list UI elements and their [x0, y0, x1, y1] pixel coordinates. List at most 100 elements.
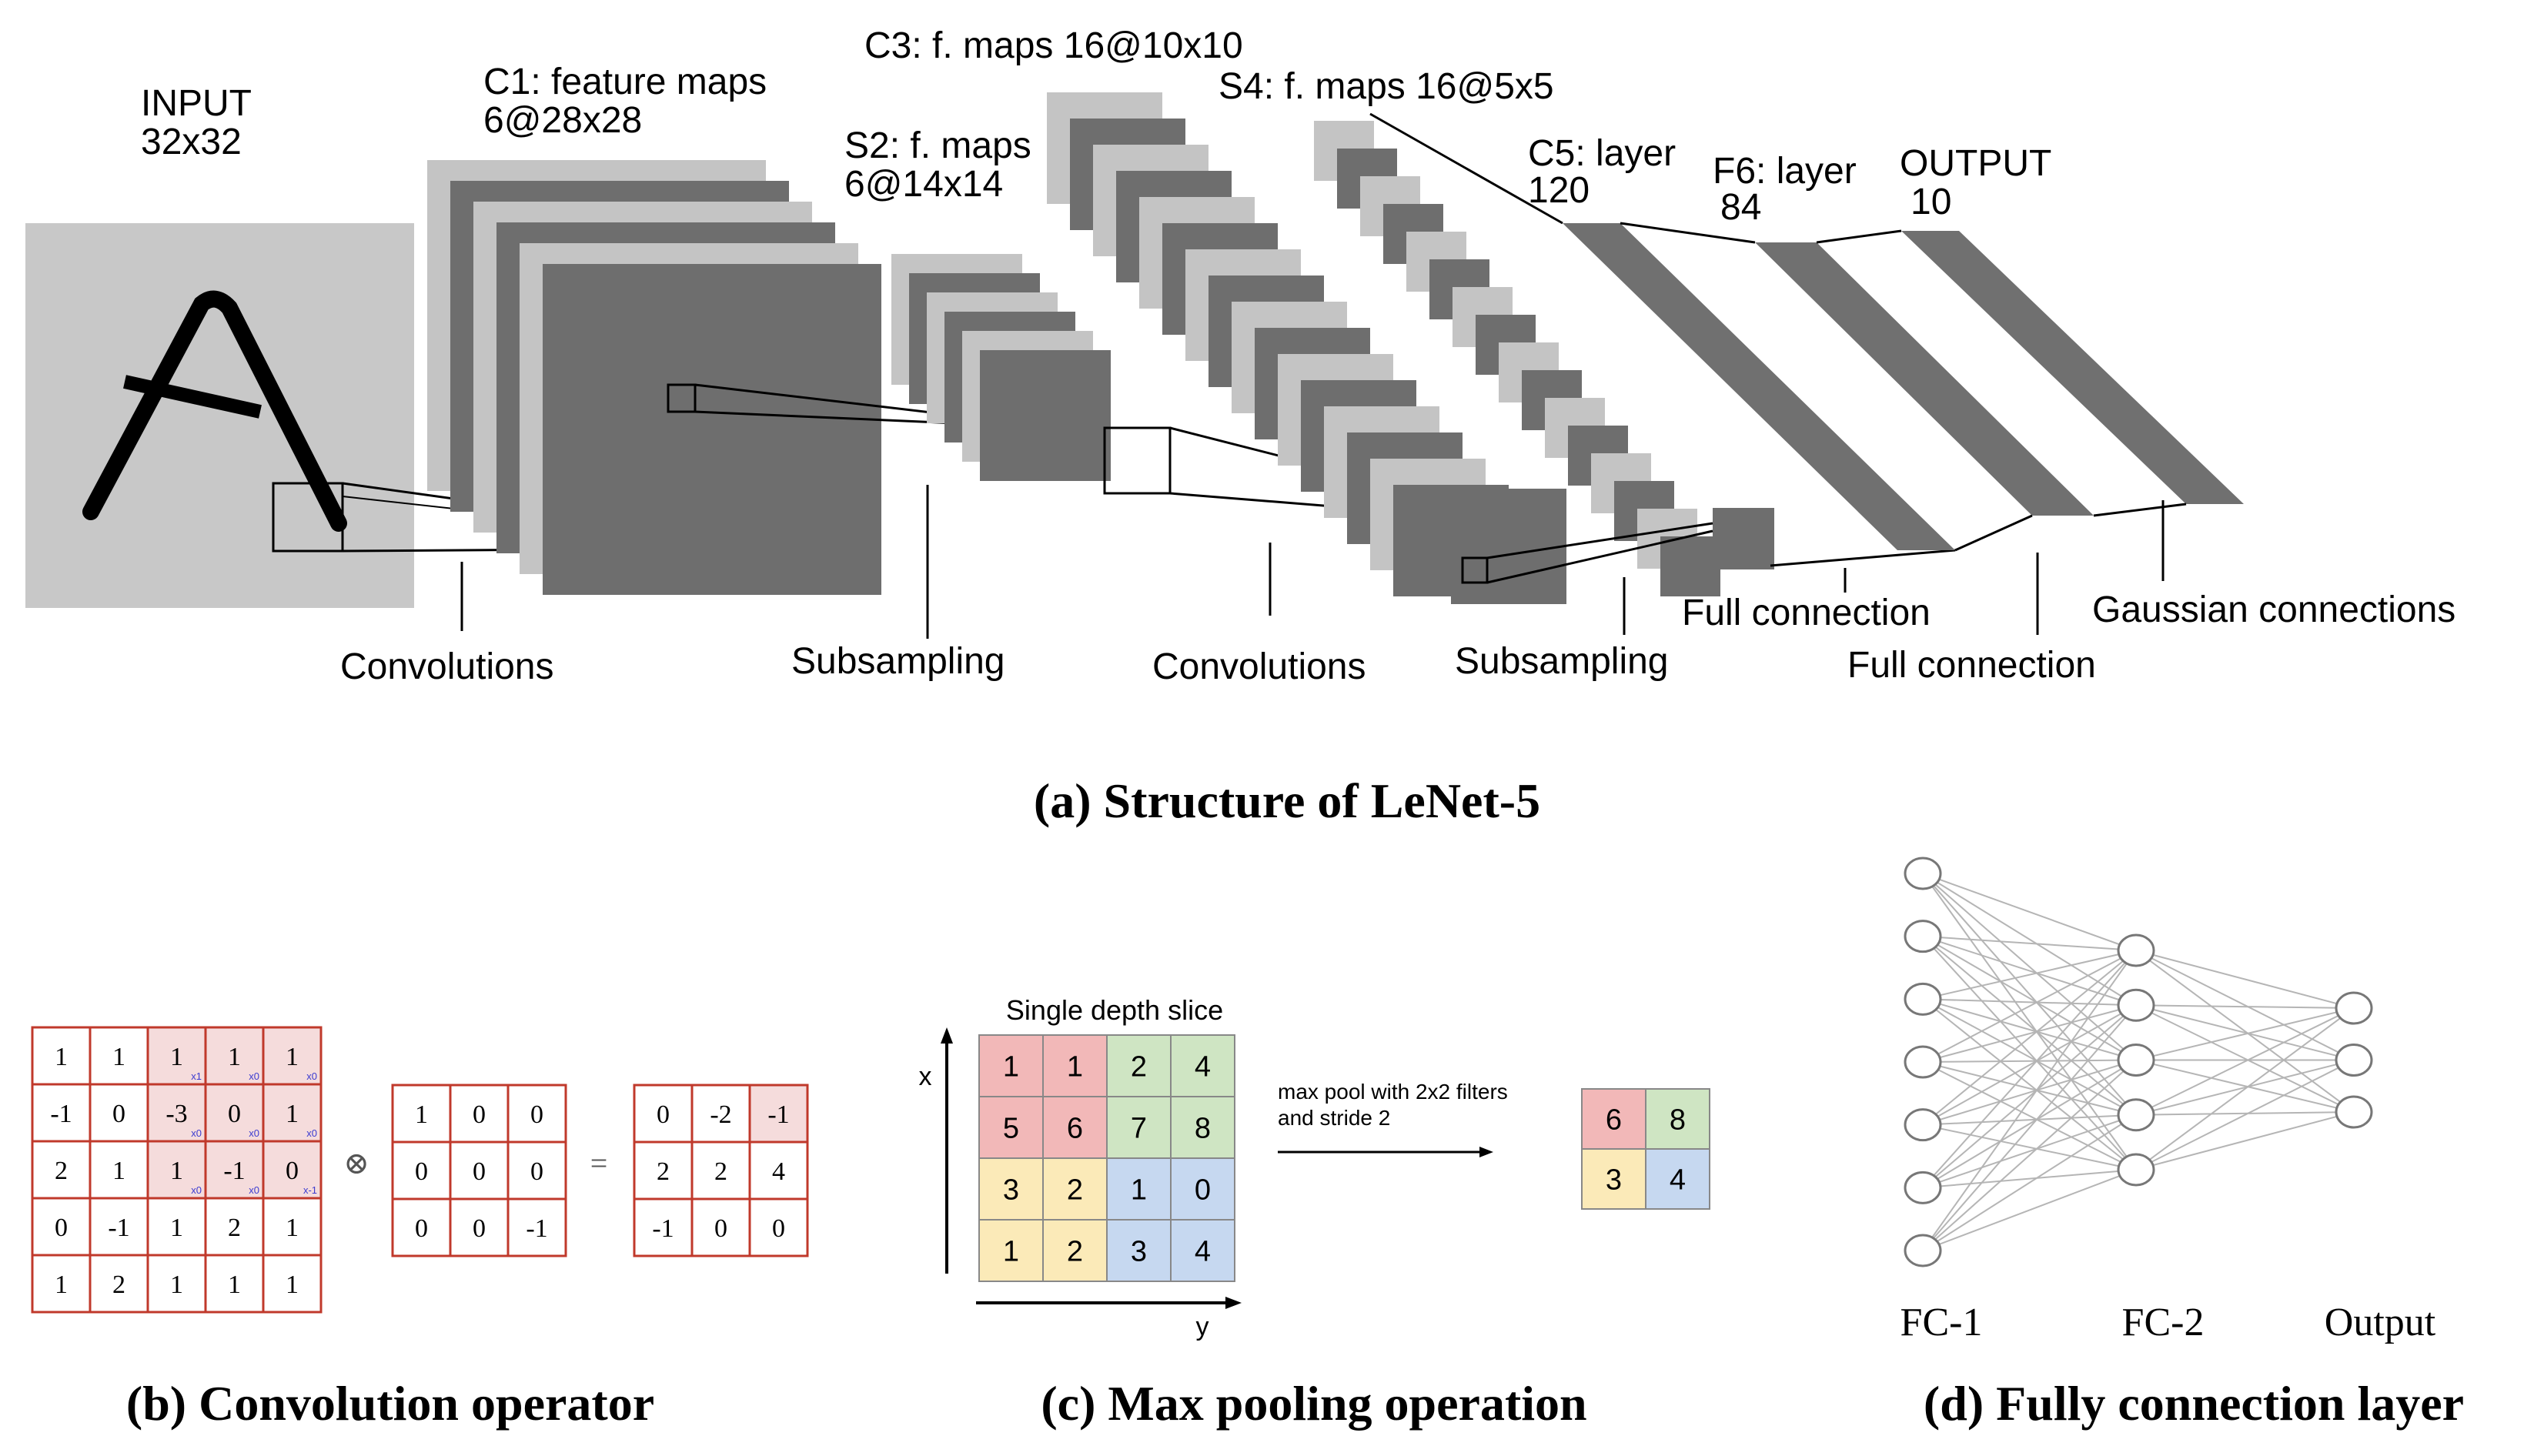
- input-matrix-cell: [204, 1254, 265, 1314]
- fc-edge: [1922, 935, 2137, 1170]
- pool-input-cell: [978, 1219, 1044, 1282]
- output-matrix-cell: [690, 1197, 751, 1257]
- pool-output-value: 8: [1670, 1104, 1686, 1137]
- input-matrix-cell: [89, 1254, 149, 1314]
- pool-input-value: 1: [1003, 1236, 1019, 1268]
- input-matrix-cell: [262, 1254, 323, 1314]
- pool-output-value: 3: [1606, 1164, 1622, 1197]
- input-matrix-value: 0: [286, 1157, 299, 1185]
- output-neuron: [2335, 1044, 2373, 1077]
- output-size: 10: [1911, 182, 1951, 222]
- input-matrix-value: -1: [50, 1100, 72, 1128]
- fc2-neuron: [2117, 1153, 2155, 1187]
- fc-edge: [1922, 873, 2137, 1116]
- input-matrix-cell: [146, 1083, 207, 1143]
- pooling-annotation-line2: and stride 2: [1278, 1106, 1390, 1130]
- input-matrix-value: 1: [286, 1214, 299, 1242]
- s4-title: S4: f. maps 16@5x5: [1219, 66, 1554, 107]
- input-matrix-cell: [31, 1254, 92, 1314]
- c1-title: C1: feature maps: [483, 62, 767, 102]
- projection-line: [1620, 222, 1756, 244]
- kernel-matrix-cell: [506, 1197, 567, 1257]
- kernel-weight-overlay: x0: [306, 1127, 317, 1139]
- op-label-subsampling-2: Subsampling: [1455, 641, 1669, 682]
- output-title: OUTPUT: [1900, 143, 2051, 184]
- s2-receptive-field: [1103, 426, 1172, 495]
- fc-edge: [2135, 1007, 2355, 1170]
- kernel-matrix-cell: [391, 1084, 452, 1144]
- projection-line: [2093, 503, 2187, 517]
- output-matrix-cell: [748, 1084, 809, 1144]
- c5-size: 120: [1528, 170, 1590, 211]
- pool-output-value: 4: [1670, 1164, 1686, 1197]
- pool-input-value: 6: [1067, 1113, 1083, 1145]
- pooling-arrowhead: [1479, 1147, 1493, 1157]
- fc-edge: [1922, 1004, 2137, 1063]
- op-label-subsampling-1: Subsampling: [791, 641, 1005, 682]
- fc1-neuron: [1904, 920, 1942, 953]
- input-matrix-value: 1: [286, 1100, 299, 1128]
- fc-edge: [2135, 1007, 2355, 1061]
- pool-output-cell: [1581, 1088, 1646, 1150]
- c3-receptive-field: [1461, 556, 1489, 584]
- input-matrix-value: 1: [228, 1271, 241, 1299]
- fc2-neuron: [2117, 933, 2155, 967]
- s4-feature-map-stack: [1314, 121, 1774, 596]
- fc-edge: [1922, 950, 2137, 1063]
- c1-feature-map-stack: [427, 160, 881, 595]
- output-neuron: [2335, 991, 2373, 1025]
- fc2-neuron: [2117, 988, 2155, 1022]
- fc-edge: [1922, 998, 2137, 1116]
- c3-title: C3: f. maps 16@10x10: [864, 25, 1243, 66]
- output-matrix-value: -1: [767, 1100, 789, 1129]
- output-label: Output: [2325, 1301, 2436, 1344]
- fc-edge: [1922, 935, 2137, 1061]
- kernel-matrix-cell: [506, 1084, 567, 1144]
- output-matrix-value: 4: [772, 1157, 785, 1186]
- fc-edge: [1922, 1114, 2137, 1189]
- c3-feature-map-front: [1451, 489, 1566, 604]
- fc-edge: [1922, 1059, 2137, 1126]
- fc-edge: [1922, 1114, 2137, 1126]
- input-matrix-cell: [146, 1254, 207, 1314]
- input-matrix-value: 0: [55, 1214, 68, 1242]
- input-matrix-value: 1: [112, 1043, 125, 1071]
- fc-edge: [2135, 950, 2355, 1009]
- fc1-neuron: [1904, 1170, 1942, 1204]
- s4-feature-map-front: [1713, 508, 1774, 569]
- input-matrix-cell: [262, 1197, 323, 1257]
- fc-edge: [1922, 998, 2137, 1007]
- fc-edge: [1922, 1061, 2137, 1170]
- input-matrix-cell: [31, 1140, 92, 1200]
- pool-input-cell: [1042, 1219, 1108, 1282]
- input-matrix-value: -3: [165, 1100, 187, 1128]
- s2-size: 6@14x14: [844, 164, 1003, 205]
- fc-edge: [1922, 873, 2137, 951]
- f6-size: 84: [1720, 187, 1761, 228]
- input-matrix-value: 1: [228, 1043, 241, 1071]
- output-matrix-value: 0: [772, 1214, 785, 1243]
- kernel-matrix-value: 0: [473, 1157, 486, 1186]
- fc-edges: [1922, 873, 2355, 1251]
- lenet5-diagram: INPUT 32x32 C1: feature maps 6@28x28 S2:…: [25, 25, 2455, 828]
- pool-input-cell: [1170, 1219, 1235, 1282]
- fc1-neuron: [1904, 1234, 1942, 1267]
- output-matrix-value: 0: [714, 1214, 727, 1243]
- caption-d: (d) Fully connection layer: [1924, 1376, 2464, 1431]
- s2-feature-map-stack: [891, 254, 1111, 481]
- pool-input-value: 3: [1131, 1236, 1147, 1268]
- kernel-matrix-value: 1: [415, 1100, 428, 1129]
- kernel-matrix-value: 0: [530, 1157, 543, 1186]
- fc2-neuron: [2117, 1098, 2155, 1132]
- pool-output-cell: [1645, 1148, 1710, 1210]
- pool-input-value: 8: [1195, 1113, 1211, 1145]
- pool-input-cell: [1170, 1096, 1235, 1159]
- input-matrix-value: 1: [286, 1043, 299, 1071]
- input-matrix-cell: [89, 1197, 149, 1257]
- fc-edge: [2135, 1059, 2355, 1113]
- kernel-weight-overlay: x0: [249, 1127, 259, 1139]
- c1-feature-map: [543, 264, 881, 595]
